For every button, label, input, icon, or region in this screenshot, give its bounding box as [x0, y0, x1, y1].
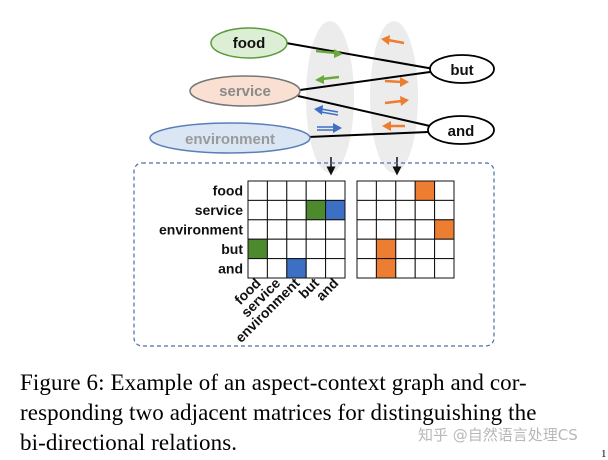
- right-adjacency-matrix: [356, 180, 455, 279]
- left-matrix-cell: [266, 238, 288, 260]
- figure-caption: Figure 6: Example of an aspect-context g…: [20, 368, 608, 458]
- left-matrix-cell: [305, 238, 327, 260]
- left-matrix-cell: [305, 180, 327, 201]
- green-arrow-right-icon: [315, 49, 343, 58]
- left-matrix-cell: [286, 180, 307, 201]
- right-matrix-cell: [375, 219, 397, 240]
- left-matrix-cell: [266, 199, 288, 221]
- edge-service-but: [299, 71, 431, 91]
- row-label: food: [213, 183, 243, 199]
- right-matrix-cell: [395, 258, 416, 279]
- left-matrix-cell: [286, 238, 307, 260]
- left-matrix-cell: [325, 258, 346, 279]
- caption-line-3: bi-directional relations.: [20, 430, 238, 455]
- orange-arrow-right-icon: [384, 77, 409, 87]
- right-matrix-cell: [395, 219, 416, 240]
- caption-line-2: responding two adjacent matrices for dis…: [20, 400, 537, 425]
- right-matrix-cell: [434, 258, 455, 279]
- col-label: and: [313, 275, 342, 304]
- column-highlight-green-blue: [306, 21, 354, 173]
- edge-food-but: [285, 42, 435, 70]
- left-matrix-cell: [266, 180, 288, 201]
- right-matrix-cell: [356, 199, 377, 221]
- right-matrix-cell: [356, 219, 377, 240]
- right-matrix-cell: [434, 199, 455, 221]
- svg-text:service: service: [219, 83, 271, 100]
- left-matrix-cell: [305, 199, 327, 221]
- left-matrix-cell: [247, 180, 268, 201]
- page-corner-number: 1: [601, 448, 607, 460]
- left-matrix-cell: [325, 219, 346, 240]
- right-matrix-cell: [356, 258, 377, 279]
- watermark: 知乎 @自然语言处理CS: [418, 426, 578, 444]
- row-label: but: [221, 241, 243, 257]
- matrix-dashed-box: [133, 162, 495, 347]
- right-matrix-cell: [375, 258, 397, 279]
- svg-text:food: food: [233, 35, 265, 52]
- right-matrix-cell: [414, 219, 436, 240]
- caption-line-1: Figure 6: Example of an aspect-context g…: [20, 370, 527, 395]
- right-matrix-cell: [395, 180, 416, 201]
- blue-arrow-left-icon: [314, 105, 339, 116]
- left-matrix-cell: [325, 199, 346, 221]
- row-label: and: [218, 260, 243, 276]
- orange-arrow-left-icon: [381, 35, 405, 45]
- left-matrix-cell: [286, 219, 307, 240]
- green-arrow-left-icon: [315, 75, 340, 84]
- left-matrix-cell: [325, 180, 346, 201]
- right-matrix-cell: [434, 238, 455, 260]
- node-and: and: [427, 115, 495, 145]
- matrix-row-labels: food service environment but and: [159, 183, 243, 277]
- row-label: service: [195, 202, 243, 218]
- svg-text:environment: environment: [185, 131, 275, 148]
- svg-text:but: but: [450, 62, 473, 79]
- row-label: environment: [159, 222, 243, 238]
- right-matrix-cell: [434, 219, 455, 240]
- right-matrix-cell: [395, 199, 416, 221]
- edge-service-and: [297, 95, 431, 127]
- node-service: service: [189, 75, 301, 107]
- node-environment: environment: [149, 122, 311, 154]
- left-matrix-cell: [266, 219, 288, 240]
- left-matrix-cell: [325, 238, 346, 260]
- right-matrix-cell: [414, 199, 436, 221]
- aspect-context-diagram: food service environment but and: [133, 21, 495, 347]
- right-matrix-cell: [375, 180, 397, 201]
- svg-text:and: and: [448, 123, 475, 140]
- node-food: food: [210, 27, 288, 59]
- right-matrix-cell: [356, 238, 377, 260]
- blue-arrow-right-icon: [317, 123, 342, 133]
- left-matrix-cell: [247, 219, 268, 240]
- right-matrix-cell: [356, 180, 377, 201]
- column-highlight-orange: [370, 21, 418, 173]
- right-matrix-cell: [395, 238, 416, 260]
- left-matrix-cell: [305, 219, 327, 240]
- right-matrix-cell: [414, 238, 436, 260]
- right-matrix-cell: [434, 180, 455, 201]
- left-matrix-cell: [247, 199, 268, 221]
- right-matrix-cell: [414, 258, 436, 279]
- right-matrix-cell: [375, 199, 397, 221]
- orange-arrow-left-icon: [382, 121, 405, 131]
- left-matrix-cell: [247, 238, 268, 260]
- right-matrix-cell: [375, 238, 397, 260]
- left-adjacency-matrix: [247, 180, 346, 279]
- edge-environment-and: [307, 131, 429, 138]
- right-matrix-cell: [414, 180, 436, 201]
- left-matrix-cell: [286, 199, 307, 221]
- orange-arrow-right-icon: [384, 96, 409, 106]
- node-but: but: [429, 54, 495, 84]
